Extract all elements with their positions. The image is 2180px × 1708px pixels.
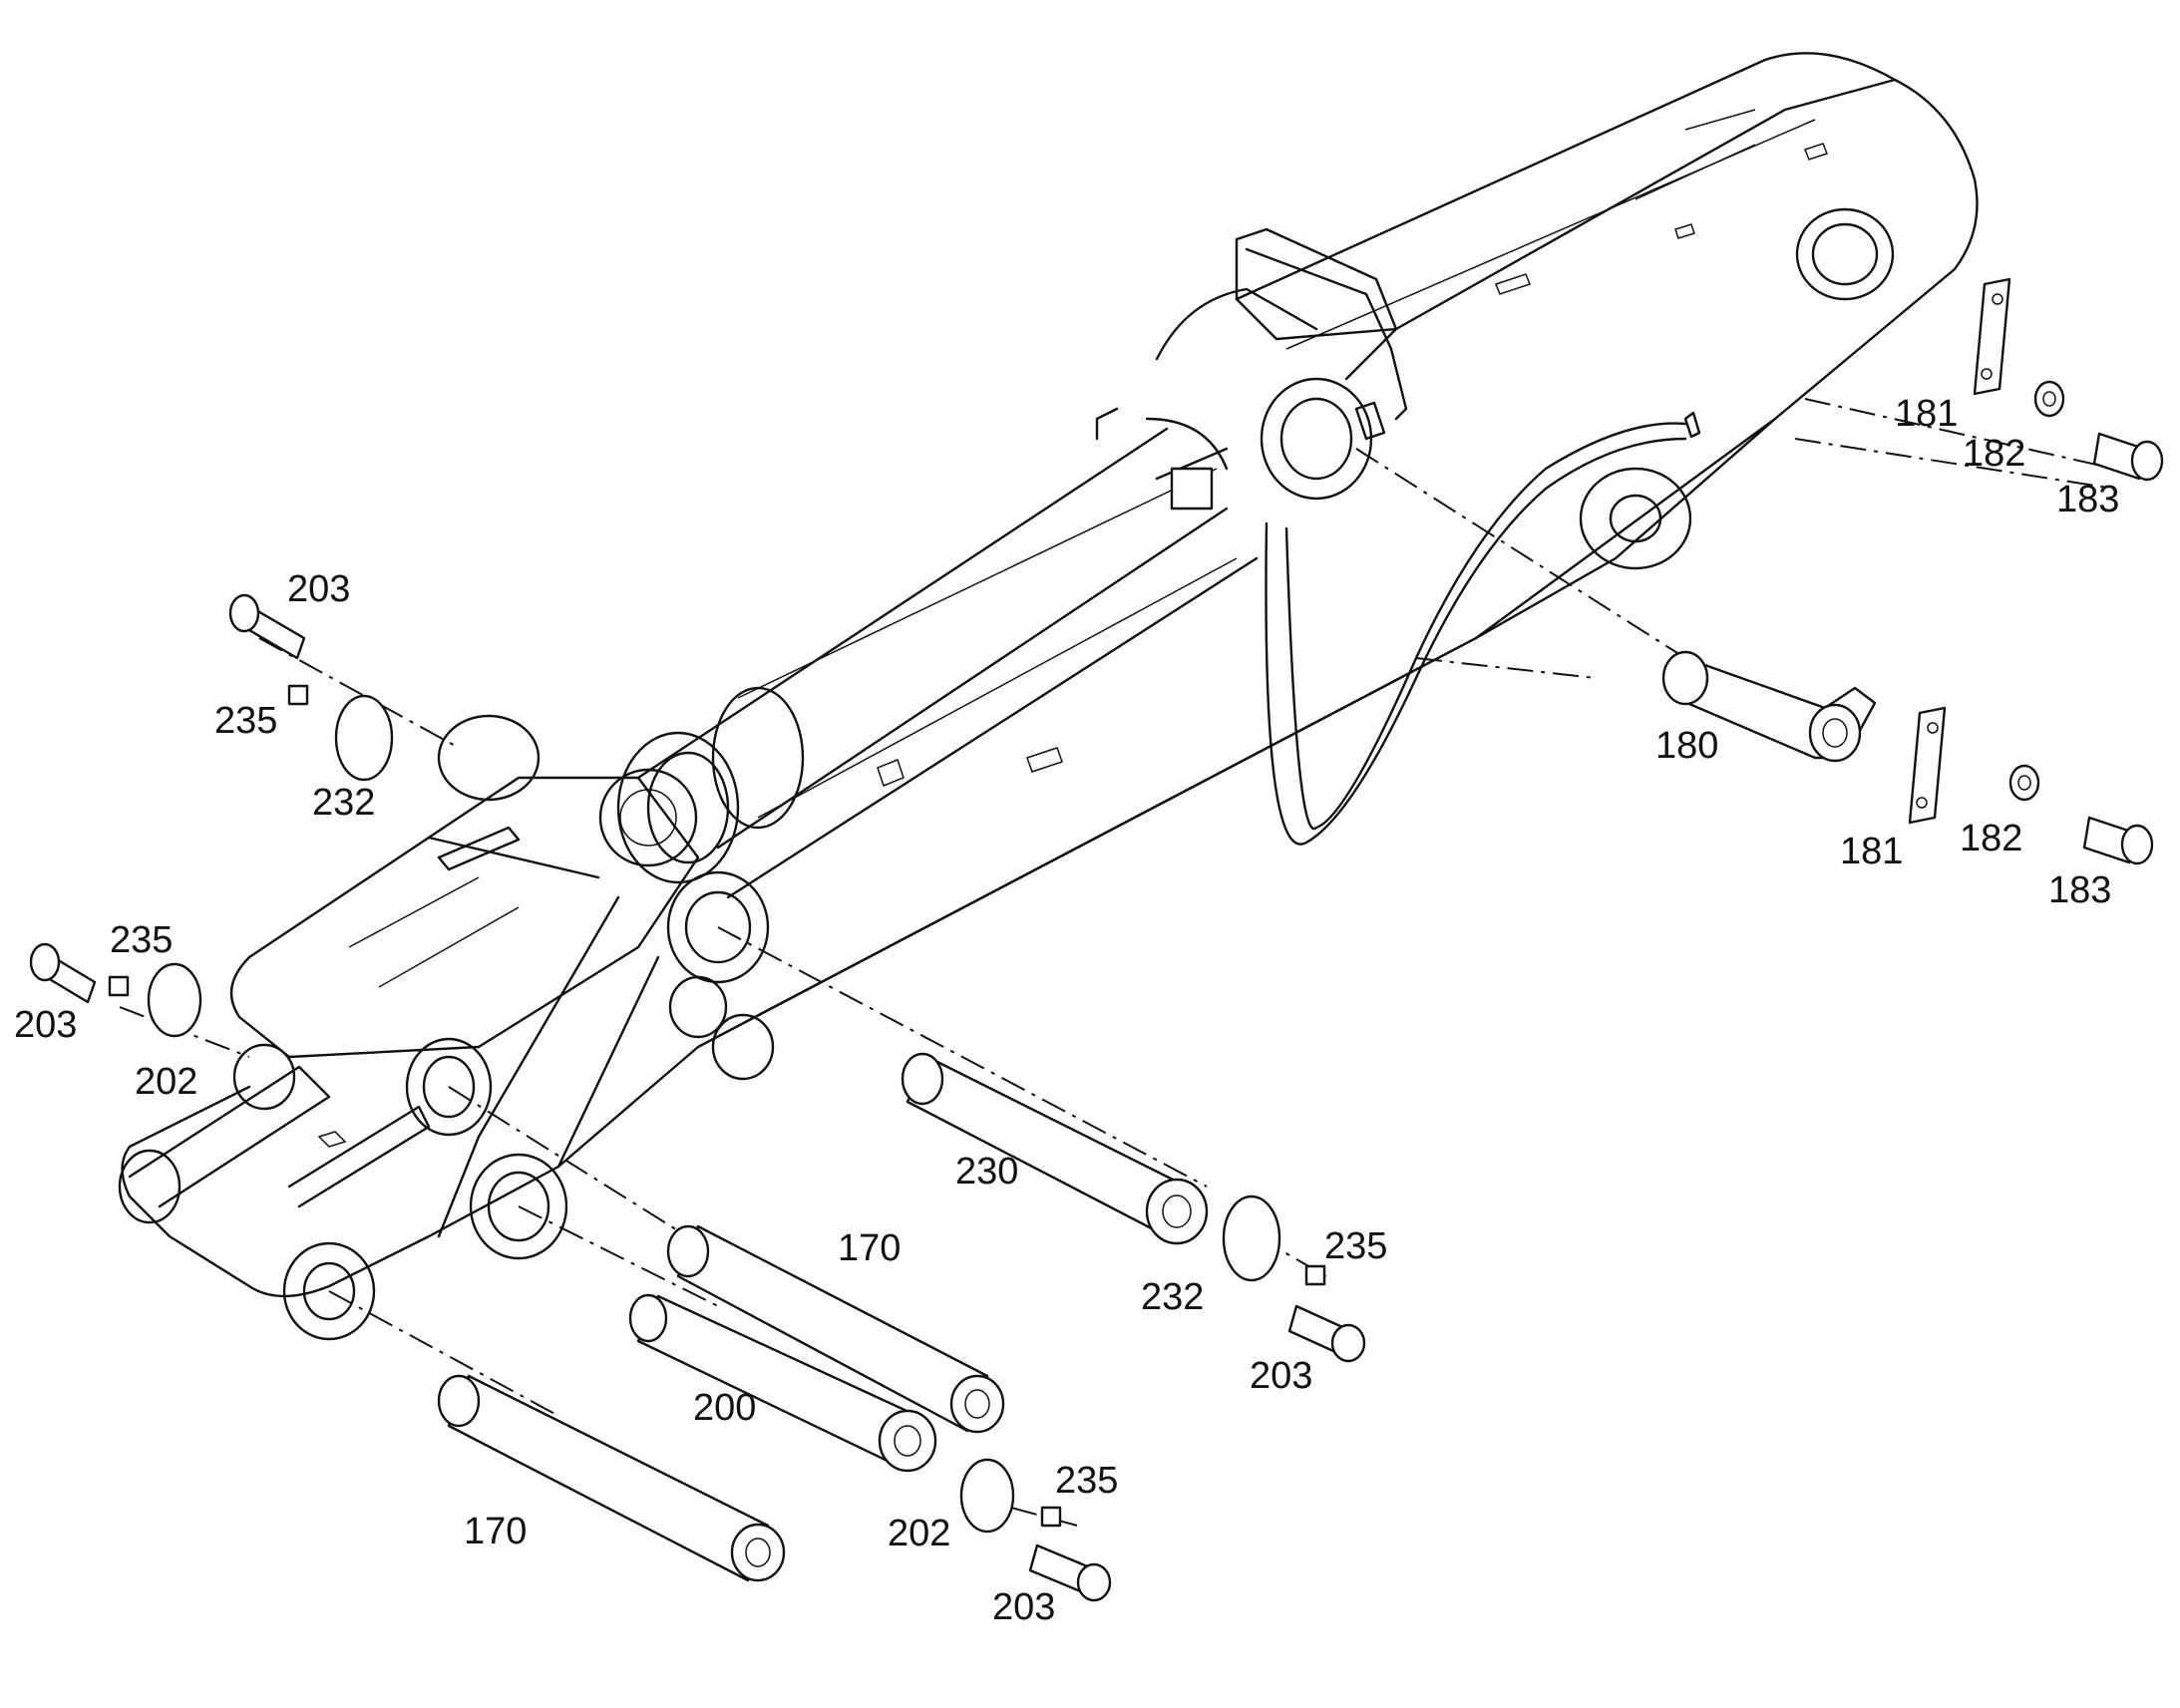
label-202-bottom: 202 <box>888 1513 950 1554</box>
label-170-upper: 170 <box>838 1227 901 1269</box>
plate-181-lower <box>1908 706 1947 825</box>
label-235-top-left: 235 <box>214 700 277 742</box>
washer-182-upper <box>2033 380 2065 418</box>
cover-232-upper <box>334 694 394 782</box>
fitting-235-c <box>1304 1264 1326 1286</box>
label-182-upper: 182 <box>1963 433 2025 475</box>
label-203-top-left: 203 <box>287 568 350 610</box>
hydraulic-hose <box>1265 411 1701 846</box>
washer-182-lower <box>2008 764 2040 802</box>
label-235-left: 235 <box>110 919 173 961</box>
pin-170-upper <box>666 1224 1005 1434</box>
label-203-right: 203 <box>1250 1355 1312 1397</box>
pin-230 <box>901 1052 1209 1245</box>
label-200: 200 <box>693 1387 756 1429</box>
part-labels: 203 235 232 235 203 202 181 182 183 180 … <box>14 393 2119 1628</box>
bolt-183-upper <box>2092 432 2164 482</box>
bolt-203-a <box>228 593 306 660</box>
label-183-lower: 183 <box>2048 869 2111 911</box>
bolt-183-lower <box>2082 816 2154 865</box>
centre-lines <box>119 398 2115 1527</box>
label-203-bottom: 203 <box>992 1586 1055 1628</box>
pin-170-lower <box>437 1374 786 1582</box>
bolt-203-d <box>1028 1543 1112 1602</box>
fitting-235-a <box>287 684 309 706</box>
fitting-235-b <box>108 975 130 997</box>
label-235-right: 235 <box>1324 1225 1387 1267</box>
label-170-lower: 170 <box>464 1511 527 1552</box>
label-232-top-left: 232 <box>312 782 375 824</box>
fitting-235-d <box>1040 1506 1062 1528</box>
label-235-bottom: 235 <box>1055 1460 1118 1502</box>
bolt-203-b <box>29 942 97 1004</box>
label-182-lower: 182 <box>1960 818 2022 859</box>
top-bracket <box>1155 227 1408 501</box>
label-232-right: 232 <box>1141 1276 1204 1318</box>
label-203-left: 203 <box>14 1004 77 1046</box>
label-181-lower: 181 <box>1840 831 1903 872</box>
bolt-203-c <box>1287 1304 1366 1363</box>
pin-200 <box>628 1293 937 1473</box>
hydraulic-cylinder <box>598 407 1259 899</box>
cover-202-lower <box>959 1458 1015 1534</box>
linkage-assembly <box>118 714 775 1341</box>
label-230: 230 <box>955 1151 1018 1193</box>
cover-232-lower <box>1222 1195 1281 1282</box>
cover-202-left <box>147 962 202 1038</box>
label-180: 180 <box>1655 725 1718 767</box>
pin-180 <box>1661 650 1877 763</box>
plate-181-upper <box>1973 277 2011 396</box>
label-181-upper: 181 <box>1895 393 1958 435</box>
label-202-left: 202 <box>135 1061 197 1103</box>
label-183-upper: 183 <box>2056 479 2119 520</box>
